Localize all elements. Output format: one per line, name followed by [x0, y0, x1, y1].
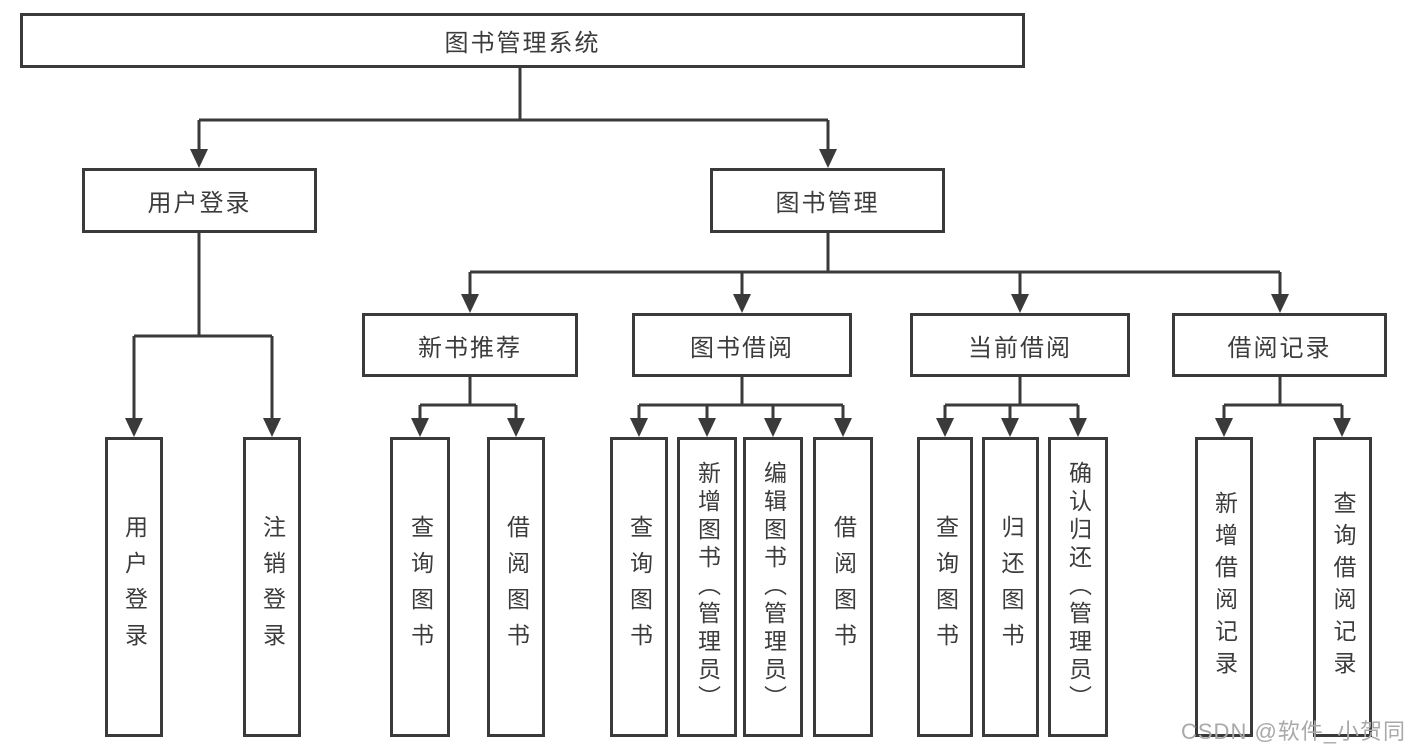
node-borrow-record: 借阅记录 [1172, 313, 1387, 377]
connector-current-borrow-children [943, 377, 1080, 419]
node-root-label: 图书管理系统 [444, 30, 601, 57]
leaf-borrow-book-2: 借阅图书 [813, 437, 873, 737]
leaf-logout: 注销登录 [243, 437, 301, 737]
leaf-user-login: 用户登录 [105, 437, 163, 737]
node-new-book-rec: 新书推荐 [362, 313, 578, 377]
arrowheads-leaves [411, 418, 1351, 437]
connector-new-book-rec-children [418, 377, 518, 419]
node-current-borrow-label: 当前借阅 [968, 334, 1072, 362]
leaf-borrow-book-1-label: 借阅图书 [503, 515, 530, 659]
leaf-add-record: 新增借阅记录 [1195, 437, 1253, 737]
node-current-borrow: 当前借阅 [910, 313, 1130, 377]
arrowheads-level3 [461, 294, 1289, 313]
leaf-query-book-1-label: 查询图书 [407, 515, 434, 659]
leaf-query-record: 查询借阅记录 [1313, 437, 1372, 737]
leaf-logout-label: 注销登录 [259, 515, 286, 659]
connector-borrow-record-children [1222, 377, 1344, 419]
leaf-confirm-return-label: 确认归还（管理员） [1065, 461, 1092, 713]
leaf-query-book-2-label: 查询图书 [626, 515, 653, 659]
node-new-book-rec-label: 新书推荐 [418, 334, 522, 362]
leaf-edit-book: 编辑图书（管理员） [743, 437, 803, 737]
arrowheads-level2 [190, 149, 837, 168]
csdn-watermark: CSDN @软件_小贺同学 [1181, 719, 1405, 744]
leaf-add-book: 新增图书（管理员） [677, 437, 737, 737]
node-book-mgmt: 图书管理 [710, 168, 945, 233]
leaf-confirm-return: 确认归还（管理员） [1048, 437, 1108, 737]
leaf-query-book-1: 查询图书 [390, 437, 450, 737]
leaf-user-login-label: 用户登录 [121, 515, 148, 659]
leaf-borrow-book-2-label: 借阅图书 [830, 515, 857, 659]
leaf-return-book-label: 归还图书 [998, 515, 1024, 659]
connector-book-borrow-children [637, 377, 845, 419]
leaf-edit-book-label: 编辑图书（管理员） [760, 461, 787, 713]
node-user-login-label: 用户登录 [147, 190, 252, 217]
leaf-add-record-label: 新增借阅记录 [1211, 491, 1238, 683]
node-book-borrow: 图书借阅 [632, 313, 852, 377]
node-borrow-record-label: 借阅记录 [1227, 334, 1332, 362]
leaf-return-book: 归还图书 [982, 437, 1039, 737]
node-user-login: 用户登录 [82, 168, 317, 233]
node-root: 图书管理系统 [20, 13, 1025, 68]
connector-root-to-level2 [197, 68, 830, 150]
node-book-borrow-label: 图书借阅 [690, 334, 794, 362]
leaf-query-book-3: 查询图书 [917, 437, 973, 737]
arrowheads-user-login-children [125, 418, 281, 437]
leaf-query-book-2: 查询图书 [610, 437, 668, 737]
leaf-add-book-label: 新增图书（管理员） [694, 461, 721, 713]
connector-user-login-children [132, 233, 274, 419]
leaf-query-record-label: 查询借阅记录 [1330, 491, 1356, 683]
node-book-mgmt-label: 图书管理 [775, 190, 880, 217]
connector-book-mgmt-to-level3 [468, 233, 1282, 295]
leaf-query-book-3-label: 查询图书 [932, 515, 959, 659]
leaf-borrow-book-1: 借阅图书 [487, 437, 545, 737]
